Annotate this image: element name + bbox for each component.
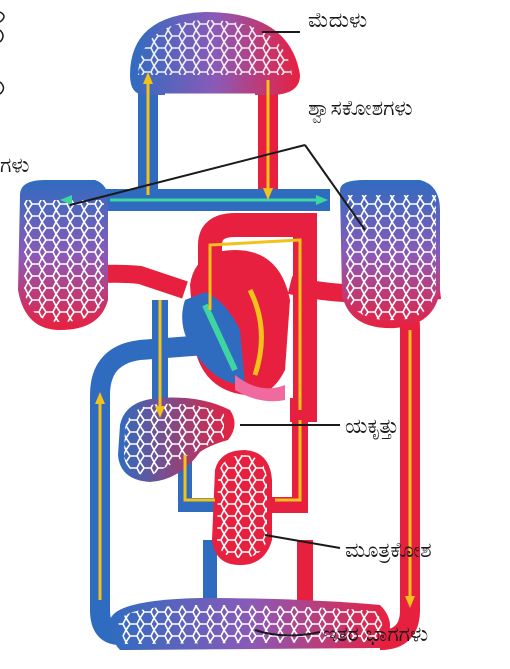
brain-label: ಮೆದುಳು	[308, 10, 367, 31]
heart	[182, 250, 290, 401]
left-edge-fragments	[0, 12, 4, 94]
right-lung-capillary-bed	[340, 180, 440, 328]
kidney-capillary-bed	[212, 450, 272, 565]
lungs-label: ಶ್ವಾಸಕೋಶಗಳು	[308, 98, 413, 119]
other-parts-label: ಇತರ ಭಾಗಗಳು	[323, 624, 428, 645]
liver-label: ಯಕೃತ್ತು	[345, 416, 399, 437]
kidney-label: ಮೂತ್ರಕೋಶ	[345, 540, 432, 561]
brain-capillary-bed	[130, 12, 300, 95]
left-lung-capillary-bed	[18, 180, 108, 330]
lungs-label-left-fragment: ಗಳು	[0, 155, 29, 176]
